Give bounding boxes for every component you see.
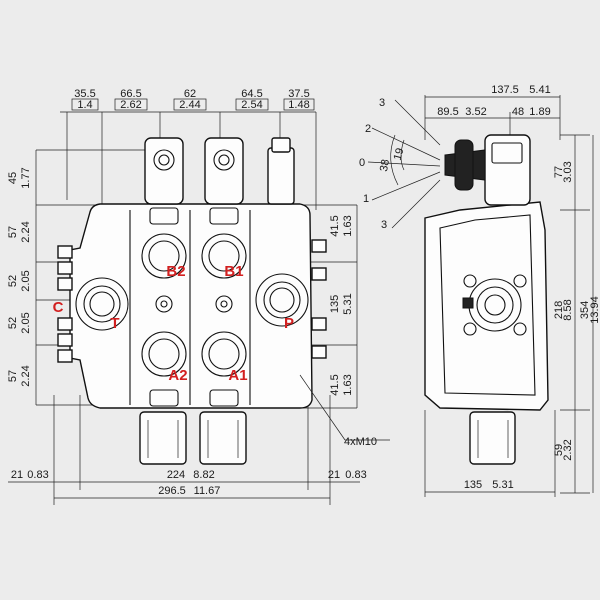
dim-left-1-mm: 45 — [7, 172, 19, 184]
port-label-b1: B1 — [224, 263, 243, 280]
side-dim-total-mm: 354 — [579, 301, 591, 319]
lever-pos-3-bottom: 3 — [381, 219, 387, 231]
valve-body-side — [424, 134, 549, 465]
lever-pos-0: 0 — [359, 157, 365, 169]
side-dim-h-b-in: 8.58 — [562, 299, 574, 320]
lever-pos-1: 1 — [363, 193, 369, 205]
dim-top-5-in: 1.48 — [288, 99, 309, 111]
dim-left-3-in: 2.05 — [20, 270, 32, 291]
thread-note: 4xM10 — [344, 436, 377, 448]
side-dim-bottom-mm: 135 — [464, 479, 482, 491]
dim-left-2-mm: 57 — [7, 226, 19, 238]
side-dim-a-mm: 89.5 — [437, 106, 458, 118]
side-view: 137.5 5.41 89.5 3.52 48 1.89 77 3.03 218… — [359, 84, 600, 497]
side-dim-b-mm: 48 — [512, 106, 524, 118]
dim-left-2-in: 2.24 — [20, 221, 32, 242]
dim-right-2-in: 5.31 — [342, 293, 354, 314]
dim-bottom-3-mm: 21 — [328, 469, 340, 481]
dim-top-1-in: 1.4 — [77, 99, 92, 111]
dim-top-3-in: 2.44 — [179, 99, 200, 111]
side-dim-top-mm: 137.5 — [491, 84, 519, 96]
port-label-c: C — [53, 299, 64, 316]
side-dim-h-c-in: 2.32 — [562, 439, 574, 460]
dim-bottom-2-mm: 224 — [167, 469, 185, 481]
dim-bottom-1-in: 0.83 — [27, 469, 48, 481]
side-dim-total-in: 13.94 — [589, 296, 600, 324]
dim-bottom-2-in: 8.82 — [193, 469, 214, 481]
valve-body-front — [57, 137, 327, 465]
dim-bottom-4-mm: 296.5 — [158, 485, 186, 497]
dim-bottom-4-in: 11.67 — [194, 485, 221, 497]
dim-right-2-mm: 135 — [329, 295, 341, 313]
side-dim-b-in: 1.89 — [529, 106, 550, 118]
side-dim-h-b-mm: 218 — [553, 301, 565, 319]
dim-left-4-mm: 52 — [7, 317, 19, 329]
dim-top-2-in: 2.62 — [120, 99, 141, 111]
dim-bottom-1-mm: 21 — [11, 469, 23, 481]
dim-top-4-mm: 64.5 — [241, 88, 262, 100]
dim-top-4-in: 2.54 — [241, 99, 262, 111]
dim-top-2-mm: 66.5 — [120, 88, 141, 100]
dim-bottom-3-in: 0.83 — [345, 469, 366, 481]
lever-angle-19: 19 — [392, 147, 407, 162]
port-label-t: T — [110, 315, 119, 332]
dim-left-5-mm: 57 — [7, 370, 19, 382]
dim-top-5-mm: 37.5 — [288, 88, 309, 100]
side-dim-bottom-in: 5.31 — [492, 479, 513, 491]
dim-right-1-in: 1.63 — [342, 215, 354, 236]
side-dim-a-in: 3.52 — [465, 106, 486, 118]
side-dim-h-c-mm: 59 — [553, 444, 565, 456]
port-label-p: P — [284, 315, 294, 332]
dim-left-3-mm: 52 — [7, 275, 19, 287]
side-dim-h-a-mm: 77 — [553, 166, 565, 178]
port-label-b2: B2 — [166, 263, 185, 280]
front-view: 35.5 1.4 66.5 2.62 62 2.44 64.5 2.54 37.… — [7, 88, 390, 505]
dim-left-1-in: 1.77 — [20, 167, 32, 188]
dim-right-1-mm: 41.5 — [329, 215, 341, 236]
port-label-a2: A2 — [168, 367, 187, 384]
port-label-a1: A1 — [228, 367, 247, 384]
dim-right-3-in: 1.63 — [342, 374, 354, 395]
dim-left-5-in: 2.24 — [20, 365, 32, 386]
side-dim-top-in: 5.41 — [529, 84, 550, 96]
dim-top-3-mm: 62 — [184, 88, 196, 100]
dim-top-1-mm: 35.5 — [74, 88, 95, 100]
lever-pos-3-top: 3 — [379, 97, 385, 109]
lever-pos-2: 2 — [365, 123, 371, 135]
dim-left-4-in: 2.05 — [20, 312, 32, 333]
lever-angle-38: 38 — [378, 158, 392, 172]
side-dim-h-a-in: 3.03 — [562, 161, 574, 182]
dim-right-3-mm: 41.5 — [329, 374, 341, 395]
